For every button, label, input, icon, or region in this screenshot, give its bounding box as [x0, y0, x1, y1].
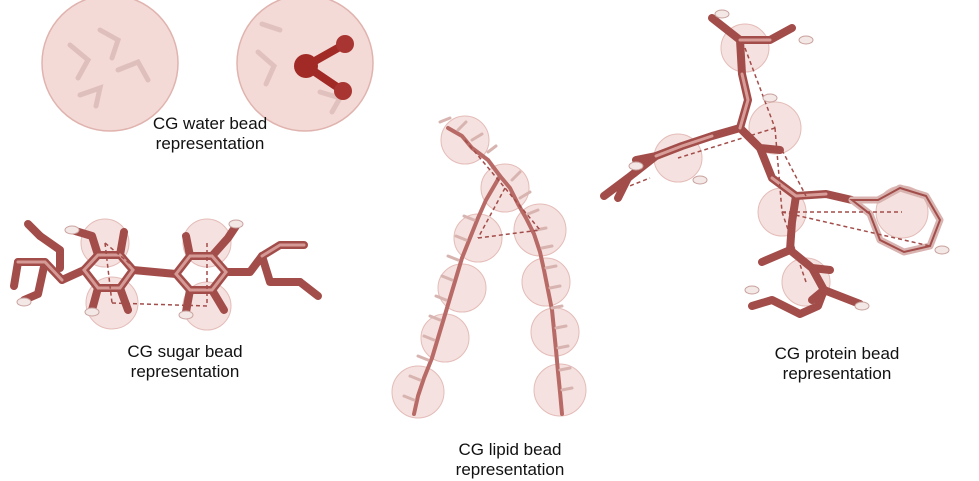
sugar-panel	[14, 219, 318, 330]
lipid-caption-line2: representation	[400, 460, 620, 480]
lipid-caption: CG lipid bead representation	[400, 440, 620, 480]
water-caption-line1: CG water bead	[100, 114, 320, 134]
lipid-caption-line1: CG lipid bead	[400, 440, 620, 460]
water-caption-line2: representation	[100, 134, 320, 154]
water-caption: CG water bead representation	[100, 114, 320, 154]
protein-caption-line1: CG protein bead	[722, 344, 952, 364]
protein-caption-line2: representation	[722, 364, 952, 384]
oxygen-atom	[294, 54, 318, 78]
sugar-caption-line1: CG sugar bead	[75, 342, 295, 362]
water-bead-left	[42, 0, 178, 131]
protein-caption: CG protein bead representation	[722, 344, 952, 384]
water-panel	[42, 0, 373, 131]
lipid-panel	[392, 116, 586, 418]
sugar-caption: CG sugar bead representation	[75, 342, 295, 382]
sugar-caption-line2: representation	[75, 362, 295, 382]
protein-beads	[654, 24, 928, 306]
hydrogen-atom	[336, 35, 354, 53]
hydrogen-atom	[334, 82, 352, 100]
sugar-chain	[14, 224, 318, 312]
protein-panel	[604, 10, 949, 314]
